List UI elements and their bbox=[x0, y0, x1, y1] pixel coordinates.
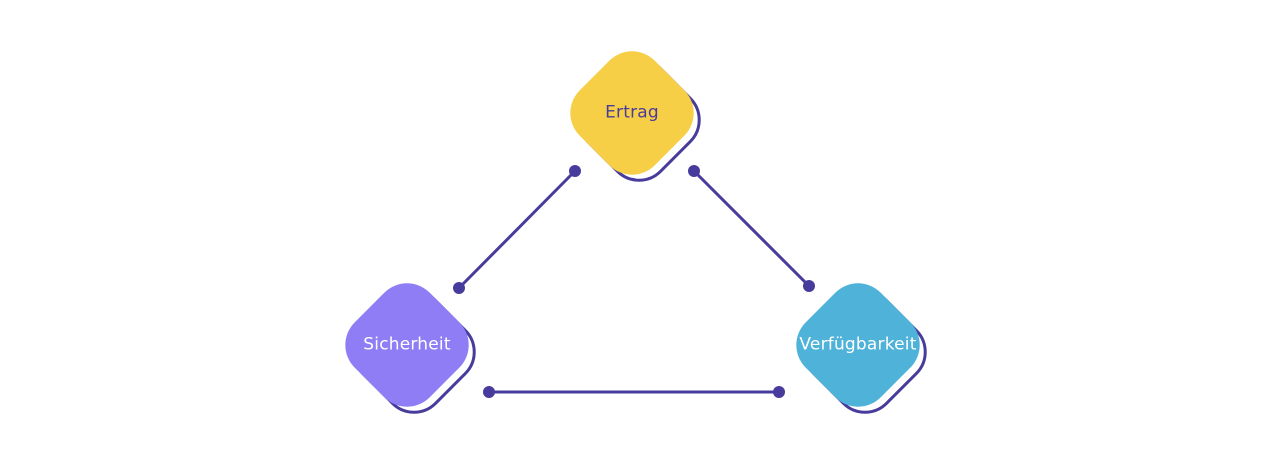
edge-line bbox=[457, 169, 577, 290]
node-shape-diamond bbox=[783, 270, 933, 420]
edge-endpoint-dot bbox=[803, 280, 815, 292]
edge-endpoint-dot bbox=[773, 386, 785, 398]
edge-endpoint-dot bbox=[483, 386, 495, 398]
node-shape-diamond bbox=[557, 38, 707, 188]
edge-endpoint-dot bbox=[688, 165, 700, 177]
edge-endpoint-dot bbox=[569, 165, 581, 177]
edge-line bbox=[692, 169, 811, 288]
edge-sicherheit-verfuegbarkeit[interactable] bbox=[483, 386, 785, 398]
edge-endpoint-dot bbox=[453, 282, 465, 294]
node-shape-diamond bbox=[332, 270, 482, 420]
edge-ertrag-verfuegbarkeit[interactable] bbox=[688, 165, 815, 292]
edge-sicherheit-ertrag[interactable] bbox=[453, 165, 581, 294]
